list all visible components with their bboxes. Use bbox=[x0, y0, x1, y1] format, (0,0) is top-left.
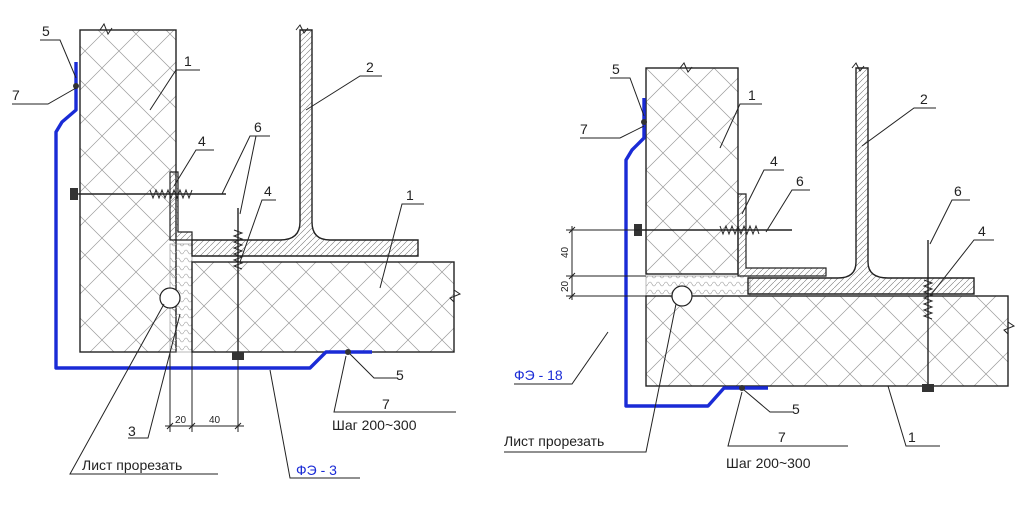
left-roof-panel bbox=[191, 261, 455, 353]
right-roof-panel bbox=[645, 295, 1009, 387]
left-callout-1-roof: 1 bbox=[406, 187, 414, 203]
right-dim-20: 20 bbox=[560, 280, 571, 292]
right-flashing-code: ФЭ - 18 bbox=[514, 367, 563, 383]
right-callout-1-roof: 1 bbox=[908, 429, 916, 445]
left-callout-3: 3 bbox=[128, 423, 136, 439]
left-detail: 20 40 5 7 1 2 4 6 4 1 5 7 Шаг 200~300 3 … bbox=[12, 22, 462, 479]
left-callout-7-bottom: 7 bbox=[382, 396, 390, 412]
right-callout-5-top: 5 bbox=[612, 61, 620, 77]
right-flashing bbox=[624, 98, 768, 408]
right-dim-40: 40 bbox=[560, 246, 571, 258]
left-cut-note: Лист прорезать bbox=[82, 457, 182, 473]
right-wall-panel bbox=[645, 67, 739, 275]
right-callout-1-wall: 1 bbox=[748, 87, 756, 103]
left-callout-7-top: 7 bbox=[12, 87, 20, 103]
left-callout-4-lower: 4 bbox=[264, 183, 272, 199]
right-pitch-note: Шаг 200~300 bbox=[726, 455, 811, 471]
right-callout-6-upper: 6 bbox=[796, 173, 804, 189]
left-flashing bbox=[54, 62, 372, 370]
right-callout-6-lower: 6 bbox=[954, 183, 962, 199]
left-dim-20: 20 bbox=[175, 415, 187, 426]
right-steel-column bbox=[747, 67, 975, 295]
right-detail: 40 20 5 7 1 2 4 6 6 4 5 7 Шаг 200~300 1 … bbox=[504, 61, 1016, 471]
left-callout-4-upper: 4 bbox=[198, 133, 206, 149]
right-angle-bracket bbox=[737, 193, 827, 277]
left-flashing-code: ФЭ - 3 bbox=[296, 462, 337, 478]
right-callout-2: 2 bbox=[920, 91, 928, 107]
left-pitch-note: Шаг 200~300 bbox=[332, 417, 417, 433]
left-callout-1-wall: 1 bbox=[184, 53, 192, 69]
left-callout-6: 6 bbox=[254, 119, 262, 135]
left-callout-5-bottom: 5 bbox=[396, 367, 404, 383]
right-seal-strip bbox=[645, 275, 751, 297]
right-callout-7-bottom: 7 bbox=[778, 429, 786, 445]
right-callout-5-bottom: 5 bbox=[792, 401, 800, 417]
left-seal-cord bbox=[159, 287, 181, 309]
left-callout-2: 2 bbox=[366, 59, 374, 75]
right-callout-4-lower: 4 bbox=[978, 223, 986, 239]
right-callout-7-top: 7 bbox=[580, 121, 588, 137]
right-callout-4-upper: 4 bbox=[770, 153, 778, 169]
left-dim-40: 40 bbox=[209, 415, 221, 426]
right-seal-cord bbox=[671, 285, 693, 307]
left-callout-5-top: 5 bbox=[42, 23, 50, 39]
left-steel-column bbox=[191, 29, 419, 257]
left-angle-bracket bbox=[169, 171, 193, 241]
right-cut-note: Лист прорезать bbox=[504, 433, 604, 449]
